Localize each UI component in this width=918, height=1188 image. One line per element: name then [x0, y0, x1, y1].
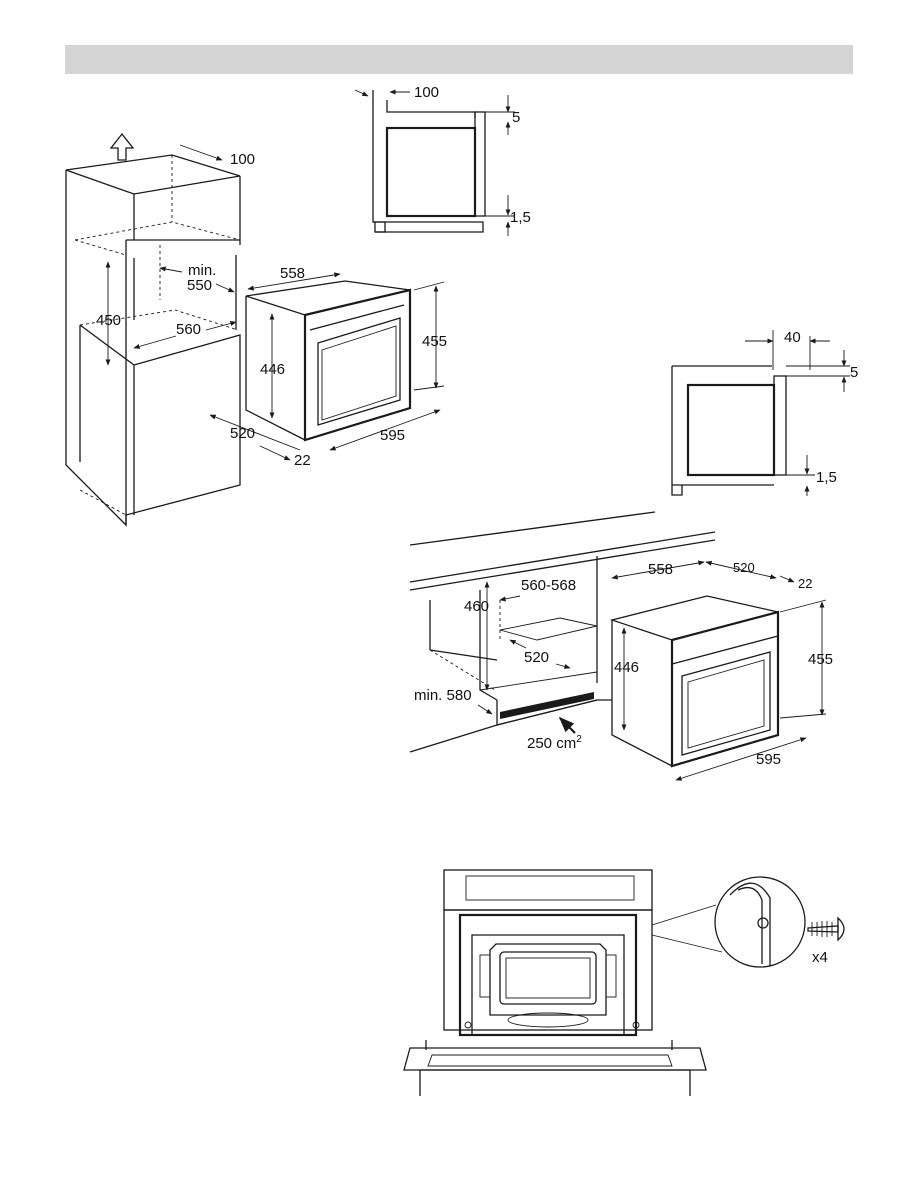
- dim-min-depth: 550: [187, 277, 212, 294]
- uc-side-gap-b: 1,5: [816, 469, 837, 486]
- uc-niche-height: 460: [464, 598, 489, 615]
- uc-side-gap-top: 40: [784, 329, 801, 346]
- uc-oven-depth: 520: [733, 560, 755, 575]
- uc-vent-area: 250 cm2: [527, 734, 582, 752]
- dim-oven-front-w: 595: [380, 427, 405, 444]
- uc-niche-depth: 520: [524, 649, 549, 666]
- uc-oven-front-h: 446: [614, 659, 639, 676]
- dim-oven-front-h: 446: [260, 361, 285, 378]
- dim-min-label: min.: [188, 262, 216, 279]
- dim-door: 22: [294, 452, 311, 469]
- dim-oven-total-h: 455: [422, 333, 447, 350]
- dim-height: 450: [96, 312, 121, 329]
- uc-side-gap-a: 5: [850, 364, 858, 381]
- uc-door: 22: [798, 576, 812, 591]
- dim-width: 560: [176, 321, 201, 338]
- screw-count: x4: [812, 949, 828, 966]
- side-gap-top: 100: [414, 84, 439, 101]
- column-side-detail: 100 5 1,5: [354, 84, 531, 236]
- under-counter-side-detail: 40 5 1,5: [671, 329, 858, 496]
- section-header-bar: [65, 45, 853, 74]
- uc-oven-width: 558: [648, 561, 673, 578]
- screw-hole-icon: [757, 917, 769, 929]
- uc-oven-total-h: 455: [808, 651, 833, 668]
- side-gap-a: 5: [512, 109, 520, 126]
- uc-oven-front-w: 595: [756, 751, 781, 768]
- column-install-diagram: 100 450 min. 550 560 558 446 455 520 595…: [65, 132, 447, 527]
- uc-min-height: min. 580: [414, 687, 472, 704]
- up-arrow-icon: [109, 132, 135, 161]
- uc-niche-width: 560-568: [521, 577, 576, 594]
- dim-oven-width: 558: [280, 265, 305, 282]
- screw-icon: [807, 916, 845, 942]
- dim-top-gap: 100: [230, 151, 255, 168]
- under-counter-install-diagram: 460 560-568 520 min. 580 250 cm2 558 520…: [409, 511, 833, 781]
- fixing-diagram: x4: [403, 869, 845, 1096]
- dim-oven-depth: 520: [230, 425, 255, 442]
- side-gap-b: 1,5: [510, 209, 531, 226]
